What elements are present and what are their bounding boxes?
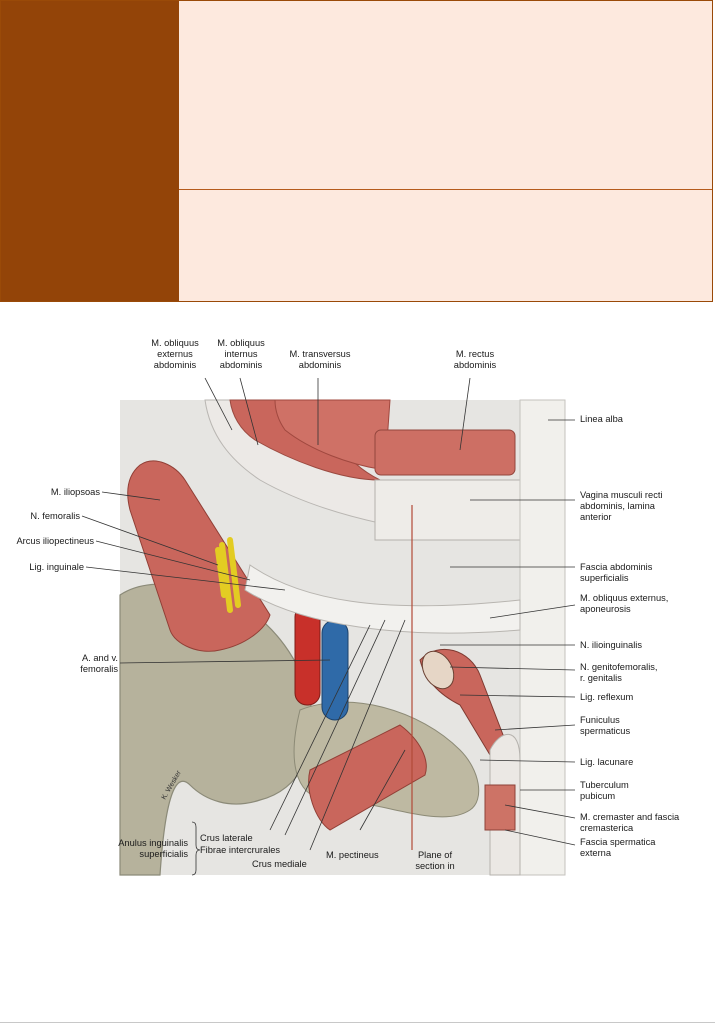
- femoral-artery: [294, 604, 321, 706]
- rectus-muscle: [374, 429, 516, 476]
- label-n-femoralis: N. femoralis: [30, 511, 80, 521]
- label-n-ilioinguinalis: N. ilioinguinalis: [580, 640, 643, 650]
- cremaster-band: [484, 784, 516, 831]
- cord-cross-section: [421, 650, 455, 690]
- label-femoral-vessels: A. and v. femoralis: [80, 653, 118, 674]
- label-lig-inguinale: Lig. inguinale: [29, 562, 84, 572]
- label-anulus-inguinalis: Anulus inguinalis superficialis: [118, 838, 188, 859]
- label-crus-laterale: Crus laterale: [200, 833, 253, 843]
- transversus-muscle: [274, 399, 391, 471]
- femoral-vein: [321, 619, 349, 721]
- label-fibrae-intercrurales: Fibrae intercrurales: [200, 845, 281, 855]
- label-lig-reflexum: Lig. reflexum: [580, 692, 634, 702]
- linea-alba-band: [519, 399, 566, 876]
- illustration-drawing: K. Wesker: [81, 377, 576, 876]
- label-fascia-spermatica: Fascia spermatica externa: [580, 837, 656, 858]
- label-linea-alba: Linea alba: [580, 414, 623, 424]
- label-transversus: M. transversus abdominis: [289, 349, 351, 370]
- label-funiculus-spermaticus: Funiculus spermaticus: [580, 715, 631, 736]
- label-tuberculum-pubicum: Tuberculum pubicum: [580, 780, 629, 801]
- label-vagina-recti: Vagina musculi recti abdominis, lamina a…: [580, 490, 663, 522]
- inguinal-ligament: [244, 564, 521, 634]
- label-pectineus: M. pectineus: [326, 850, 379, 860]
- label-iliopsoas: M. iliopsoas: [50, 487, 100, 497]
- iliopsoas-muscle: [127, 460, 271, 652]
- label-rectus: M. rectus abdominis: [453, 349, 497, 370]
- label-n-genitofemoralis: N. genitofemoralis, r. genitalis: [580, 662, 658, 683]
- label-arcus-iliopectineus: Arcus iliopectineus: [16, 536, 94, 546]
- label-obliquus-externus: M. obliquus externus abdominis: [151, 338, 199, 370]
- label-obliquus-internus: M. obliquus internus abdominis: [217, 338, 265, 370]
- page-bottom-rule: [0, 1022, 715, 1023]
- header-row-2: [179, 190, 712, 301]
- header-table: [0, 0, 713, 302]
- leader-lines: [81, 377, 576, 876]
- label-crus-mediale: Crus mediale: [252, 859, 307, 869]
- label-plane-of-section: Plane of section in: [415, 850, 455, 871]
- header-side-panel: [1, 1, 179, 301]
- label-cremaster: M. cremaster and fascia cremasterica: [580, 812, 680, 833]
- anatomical-illustration: K. Wesker M. obliquus externus abdominis…: [0, 330, 715, 890]
- rectus-sheath: [374, 479, 521, 541]
- label-lig-lacunare: Lig. lacunare: [580, 757, 634, 767]
- header-row-1: [179, 1, 712, 190]
- label-obliquus-aponeurosis: M. obliquus externus, aponeurosis: [580, 593, 669, 614]
- label-fascia-superficialis: Fascia abdominis superficialis: [580, 562, 653, 583]
